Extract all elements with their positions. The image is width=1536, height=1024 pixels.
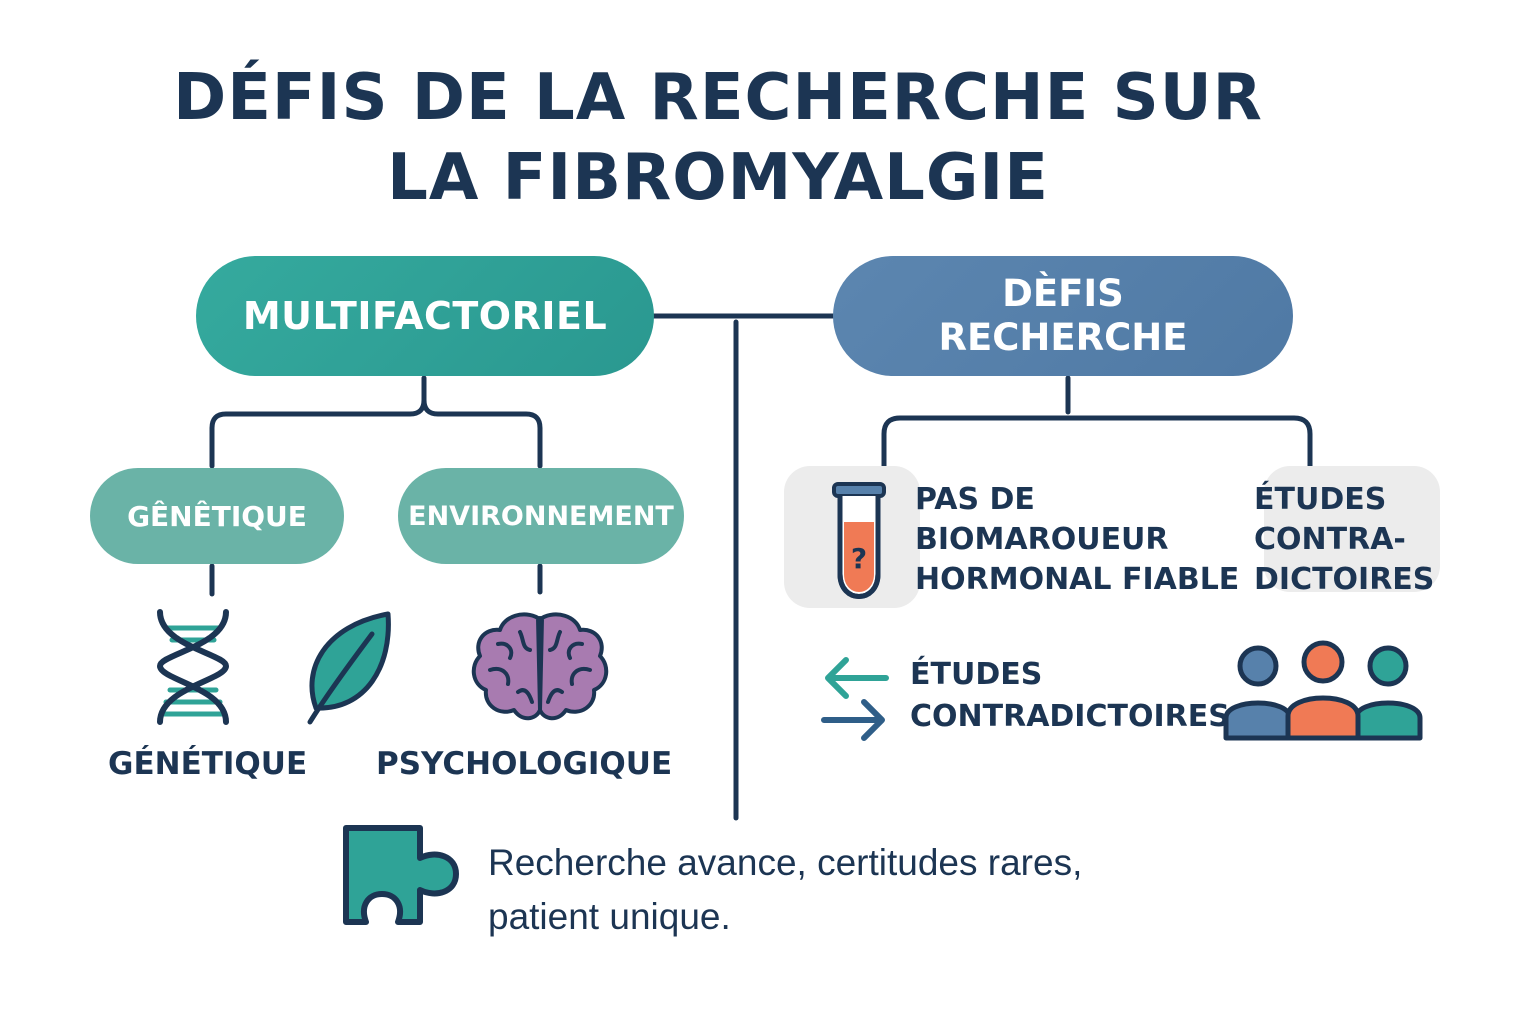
svg-text:?: ?	[851, 542, 867, 575]
multifactoriel-pill: MULTIFACTORIEL	[196, 256, 654, 376]
left-brace-gen	[209, 375, 427, 469]
footer-line2: patient unique.	[488, 896, 731, 937]
brain-icon	[471, 612, 609, 721]
leaf-icon	[307, 611, 391, 725]
environnement-pill-label: ENVIRONNEMENT	[408, 500, 674, 532]
footer-line1: Recherche avance, certitudes rares,	[488, 842, 1083, 883]
biomarker-line2: BIOMAROUEUR	[915, 522, 1169, 557]
right-brace	[881, 415, 1313, 469]
etudes-row-line1: ÉTUDES	[910, 657, 1043, 692]
defis-label-line1: DÈFIS	[1002, 272, 1124, 315]
etudes-row-text: ÉTUDES CONTRADICTOIRES	[910, 654, 1230, 738]
genetique-pill-label: GÊNÊTIQUE	[127, 499, 307, 533]
multifactoriel-label: MULTIFACTORIEL	[242, 294, 608, 338]
defis-recherche-pill: DÈFIS RECHERCHE	[833, 256, 1293, 376]
puzzle-piece-icon	[343, 825, 459, 925]
left-brace-env	[421, 397, 543, 469]
etudes-card-line2: CONTRA-	[1254, 522, 1406, 557]
defis-label-line2: RECHERCHE	[938, 316, 1188, 359]
dna-icon	[156, 609, 230, 725]
page-title-line1: DÉFIS DE LA RECHERCHE SUR	[173, 61, 1263, 135]
genetique-label: GÉNÉTIQUE	[108, 746, 308, 782]
psychologique-label: PSYCHOLOGIQUE	[376, 746, 673, 782]
etudes-card-line1: ÉTUDES	[1254, 482, 1387, 517]
biomarker-line3: HORMONAL FIABLE	[915, 562, 1240, 597]
page-title-line2: LA FIBROMYALGIE	[387, 141, 1049, 215]
test-tube-icon: ?	[832, 482, 886, 599]
environnement-pill: ENVIRONNEMENT	[398, 468, 684, 564]
etudes-row-line2: CONTRADICTOIRES	[910, 699, 1230, 734]
people-group-icon	[1223, 640, 1423, 741]
swap-arrows-icon	[821, 657, 889, 741]
genetique-pill: GÊNÊTIQUE	[90, 468, 344, 564]
etudes-card-text: ÉTUDES CONTRA- DICTOIRES	[1254, 480, 1434, 600]
etudes-card	[1264, 466, 1440, 592]
etudes-card-line3: DICTOIRES	[1254, 562, 1435, 597]
biomarker-text: PAS DE BIOMAROUEUR HORMONAL FIABLE	[915, 480, 1239, 600]
biomarker-line1: PAS DE	[915, 482, 1035, 517]
footer-text: Recherche avance, certitudes rares, pati…	[488, 836, 1248, 944]
